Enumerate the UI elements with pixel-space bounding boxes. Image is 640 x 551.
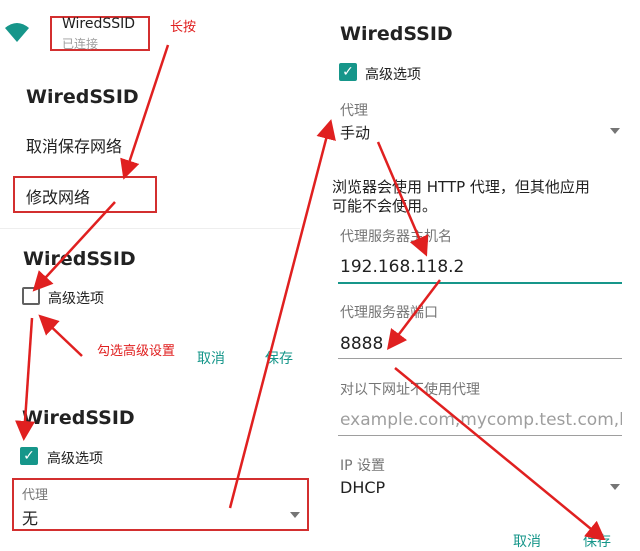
proxy-select[interactable]: 手动	[340, 124, 371, 142]
divider	[0, 228, 300, 229]
dialog3-title: WiredSSID	[340, 23, 453, 45]
bypass-label: 对以下网址不使用代理	[340, 382, 480, 398]
host-label: 代理服务器主机名	[340, 229, 452, 245]
port-label: 代理服务器端口	[340, 305, 438, 321]
dropdown-arrow-icon[interactable]	[610, 128, 620, 134]
menu-forget-network[interactable]: 取消保存网络	[26, 137, 123, 156]
proxy-notice-line1: 浏览器会使用 HTTP 代理，但其他应用	[332, 178, 590, 196]
highlight-box-wifi	[50, 16, 150, 51]
bypass-input[interactable]: example.com,mycomp.test.com,lo	[340, 410, 622, 430]
arrow	[120, 44, 170, 180]
wifi-icon	[5, 23, 29, 42]
host-input-underline	[338, 282, 622, 284]
advanced-checkbox-checked[interactable]: ✓	[339, 63, 357, 81]
host-input[interactable]: 192.168.118.2	[340, 257, 465, 277]
proxy-label: 代理	[22, 488, 49, 503]
advanced-label: 高级选项	[48, 291, 104, 307]
bypass-input-underline	[338, 435, 622, 436]
proxy-label: 代理	[340, 103, 368, 119]
annotation-long-press: 长按	[170, 20, 197, 35]
port-input[interactable]: 8888	[340, 334, 384, 354]
highlight-box-proxy	[12, 478, 309, 531]
menu-modify-network[interactable]: 修改网络	[26, 188, 91, 207]
dialog3-save-button[interactable]: 保存	[583, 534, 611, 550]
annotation-check-advanced: 勾选高级设置	[97, 344, 176, 359]
ip-settings-select[interactable]: DHCP	[340, 478, 386, 497]
advanced-checkbox-unchecked[interactable]	[22, 287, 40, 305]
dialog2-title: WiredSSID	[22, 407, 135, 429]
dropdown-arrow-icon[interactable]	[610, 484, 620, 490]
advanced-label: 高级选项	[47, 451, 103, 467]
context-menu-title: WiredSSID	[26, 86, 139, 108]
dialog1-save-button[interactable]: 保存	[265, 351, 293, 367]
dropdown-arrow-icon[interactable]	[290, 512, 300, 518]
dialog3-cancel-button[interactable]: 取消	[513, 534, 541, 550]
arrow	[32, 201, 116, 292]
ip-settings-label: IP 设置	[340, 458, 386, 474]
advanced-checkbox-checked[interactable]: ✓	[20, 447, 38, 465]
proxy-select[interactable]: 无	[22, 509, 39, 528]
dialog1-title: WiredSSID	[23, 248, 136, 270]
port-input-underline	[338, 358, 622, 359]
arrow	[38, 314, 83, 357]
wifi-status: 已连接	[62, 37, 99, 51]
proxy-notice-line2: 可能不会使用。	[332, 197, 438, 215]
advanced-label: 高级选项	[365, 67, 421, 83]
arrow	[228, 119, 336, 509]
wifi-ssid[interactable]: WiredSSID	[62, 16, 136, 32]
dialog1-cancel-button[interactable]: 取消	[197, 351, 225, 367]
